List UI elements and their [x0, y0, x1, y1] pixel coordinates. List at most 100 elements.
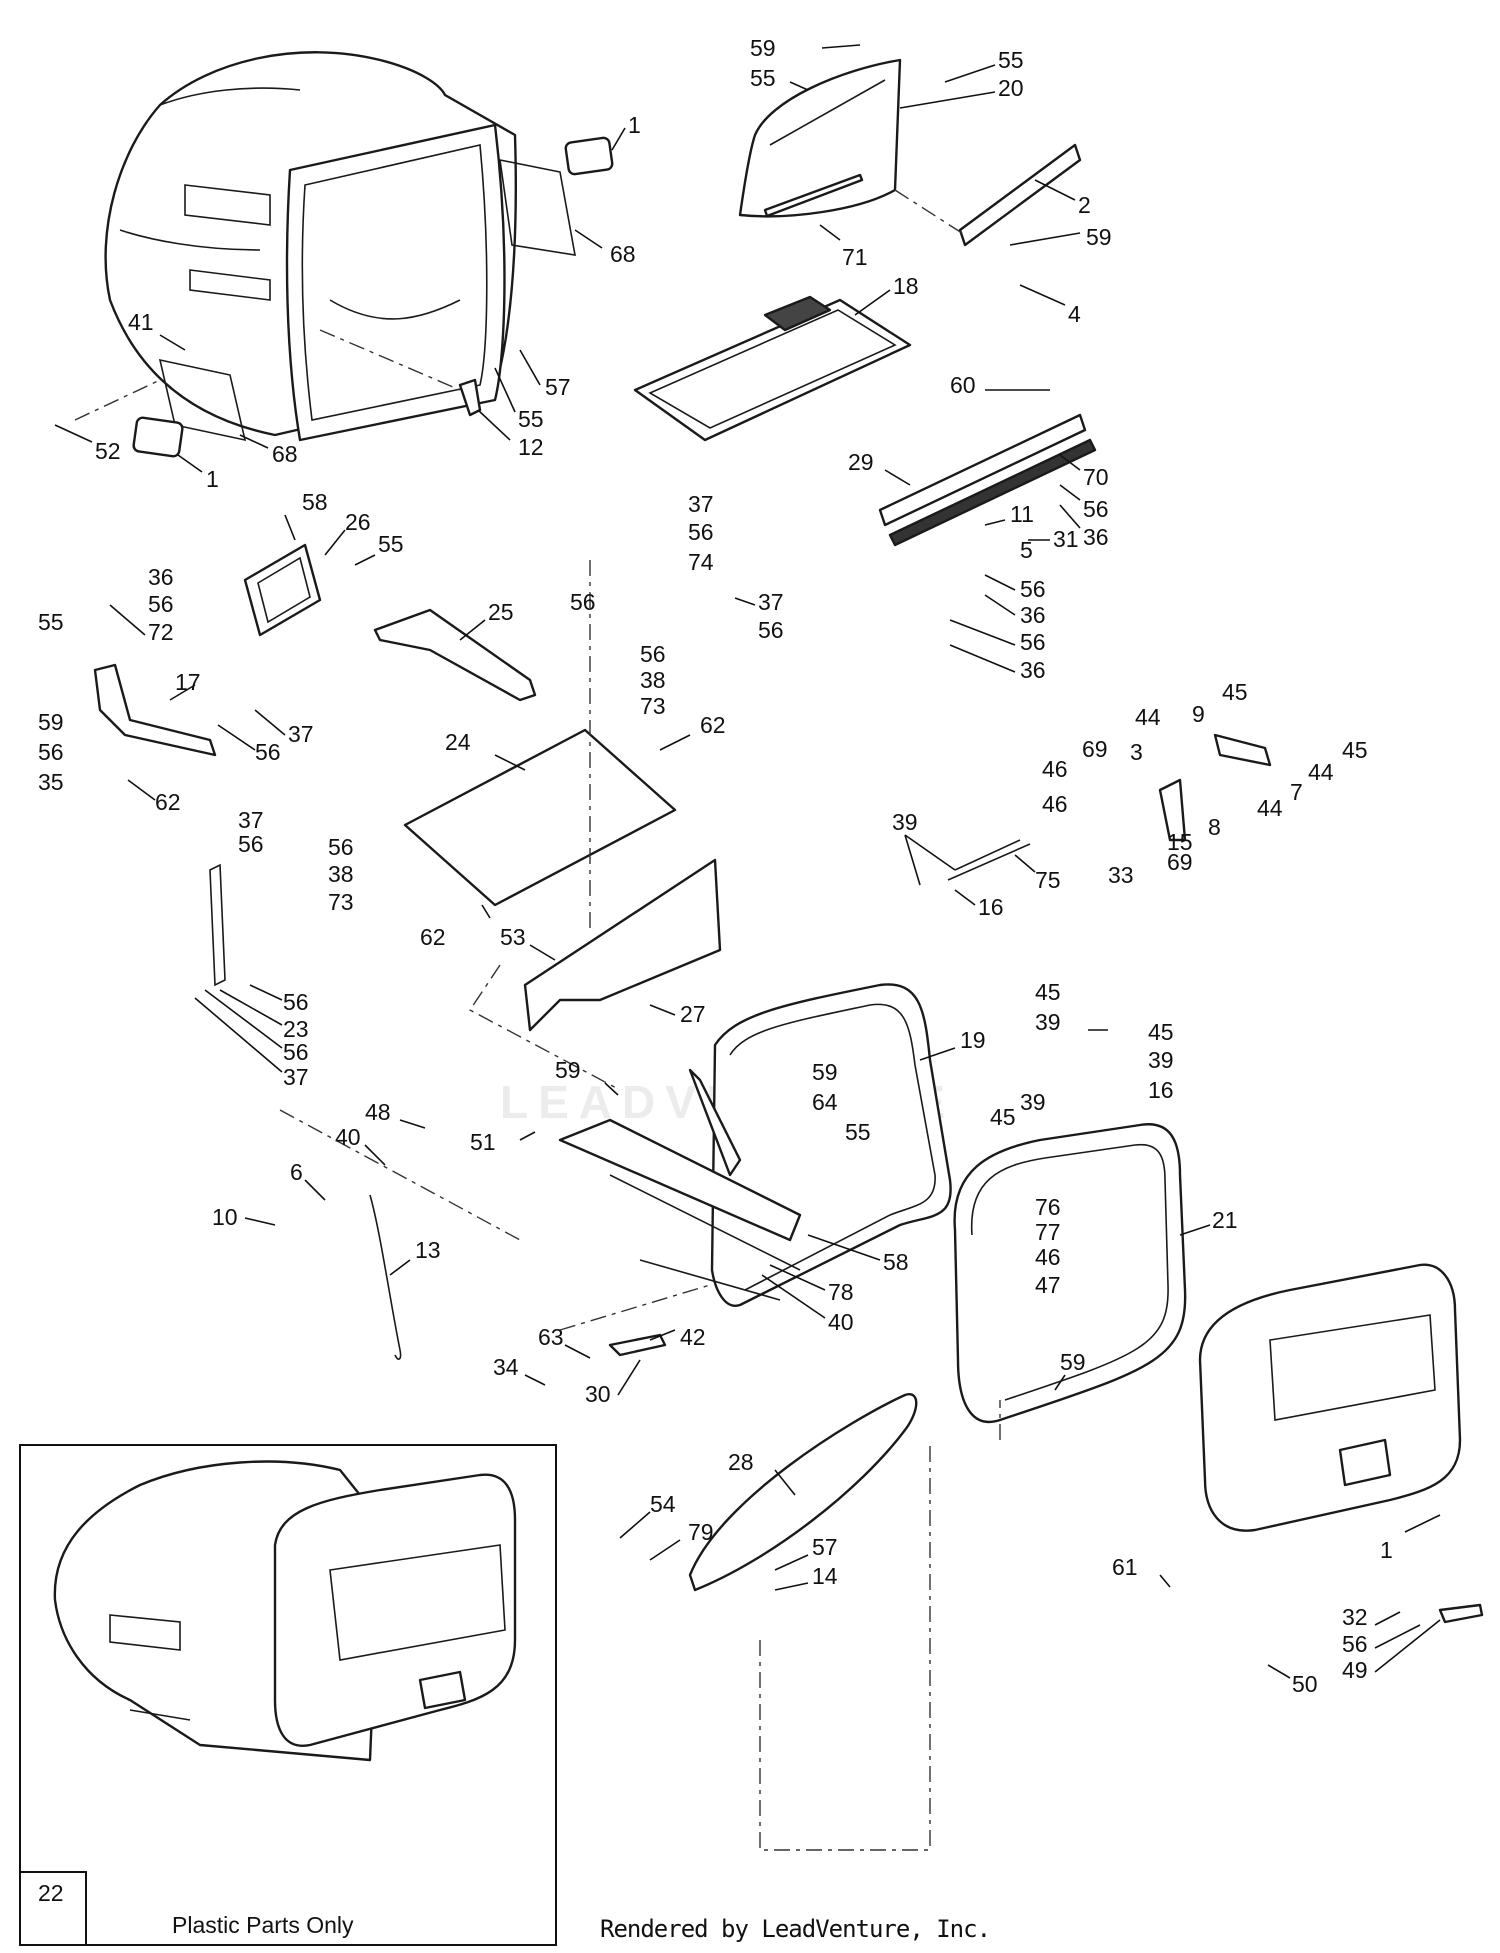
callout-1-door: 1 [1380, 1537, 1393, 1563]
strap-23 [209, 863, 226, 987]
callout-59-top: 59 [750, 35, 776, 61]
latch-49 [1438, 1603, 1484, 1624]
panel-27 [523, 858, 722, 1032]
inset-panel [19, 1444, 557, 1946]
callout-28: 28 [728, 1449, 754, 1475]
footer-credit: Rendered by LeadVenture, Inc. [600, 1915, 991, 1943]
callout-59-roof: 59 [1086, 224, 1112, 250]
callout-56-left: 56 [148, 591, 174, 617]
callout-56-door: 56 [1342, 1631, 1368, 1657]
rear-door [1198, 1263, 1462, 1532]
callout-55-seal: 55 [378, 531, 404, 557]
callout-24: 24 [445, 729, 471, 755]
frame-19 [558, 983, 952, 1307]
callout-5: 5 [1020, 537, 1033, 563]
callout-61: 61 [1112, 1554, 1138, 1580]
callout-77: 77 [1035, 1219, 1061, 1245]
rail-29 [878, 413, 1097, 547]
callout-32: 32 [1342, 1604, 1368, 1630]
callout-56-strap4: 56 [283, 1039, 309, 1065]
callout-39-rod: 39 [892, 809, 918, 835]
callout-10: 10 [212, 1204, 238, 1230]
callout-37-strap2: 37 [283, 1064, 309, 1090]
callout-38-strap: 38 [328, 861, 354, 887]
callout-56-left2: 56 [38, 739, 64, 765]
callout-47: 47 [1035, 1272, 1061, 1298]
frame-21 [953, 1123, 1187, 1423]
callout-62-left: 62 [155, 789, 181, 815]
callout-60: 60 [950, 372, 976, 398]
callout-39-col3: 39 [1020, 1089, 1046, 1115]
callout-55: 55 [518, 406, 544, 432]
callout-27: 27 [680, 1001, 706, 1027]
callout-44-link: 44 [1135, 704, 1161, 730]
callout-1: 1 [628, 112, 641, 138]
callout-55-left: 55 [38, 609, 64, 635]
callout-13: 13 [415, 1237, 441, 1263]
callout-7: 7 [1290, 779, 1303, 805]
callout-45-col2: 45 [1148, 1019, 1174, 1045]
callout-55-right: 55 [998, 47, 1024, 73]
callout-59-door: 59 [1060, 1349, 1086, 1375]
linkage-7 [1158, 733, 1272, 842]
callout-52: 52 [95, 438, 121, 464]
callout-15: 15 [1167, 829, 1193, 855]
callout-18: 18 [893, 273, 919, 299]
lever-13 [369, 1194, 402, 1360]
callout-36-left: 36 [148, 564, 174, 590]
callout-19: 19 [960, 1027, 986, 1053]
callout-58-frame: 58 [883, 1249, 909, 1275]
callout-64: 64 [812, 1089, 838, 1115]
callout-45-link: 45 [1222, 679, 1248, 705]
callout-36-r2: 36 [1020, 657, 1046, 683]
callout-68: 68 [610, 241, 636, 267]
callout-74: 74 [688, 549, 714, 575]
phantom-lines [74, 329, 1001, 1851]
decal-68-lower [158, 358, 247, 442]
callout-42: 42 [680, 1324, 706, 1350]
inset-caption: Plastic Parts Only [172, 1912, 354, 1938]
callout-6: 6 [290, 1159, 303, 1185]
callout-78: 78 [828, 1279, 854, 1305]
callout-57-panel: 57 [812, 1534, 838, 1560]
callout-58: 58 [302, 489, 328, 515]
bracket-12 [458, 378, 482, 417]
callout-12: 12 [518, 434, 544, 460]
callout-35: 35 [38, 769, 64, 795]
callout-55-top: 55 [750, 65, 776, 91]
callout-54: 54 [650, 1491, 676, 1517]
seal-26 [243, 543, 322, 637]
callout-56-strap3: 56 [283, 989, 309, 1015]
callout-56-17: 56 [255, 739, 281, 765]
cab-shell [104, 51, 517, 442]
callout-37-center: 37 [688, 491, 714, 517]
callout-1-left: 1 [206, 466, 219, 492]
callout-8: 8 [1208, 814, 1221, 840]
callout-4: 4 [1068, 301, 1081, 327]
callout-34: 34 [493, 1354, 519, 1380]
callout-56-center4: 56 [640, 641, 666, 667]
inset-number: 22 [38, 1880, 64, 1906]
callout-56-strap2: 56 [328, 834, 354, 860]
callout-76: 76 [1035, 1194, 1061, 1220]
rod-75 [947, 839, 1031, 881]
decal-1-left [132, 416, 184, 458]
callout-37-strap: 37 [238, 807, 264, 833]
callout-40-lever: 40 [335, 1124, 361, 1150]
rail-71 [763, 173, 864, 218]
callout-59-left: 59 [38, 709, 64, 735]
callout-25: 25 [488, 599, 514, 625]
panel-2 [958, 143, 1082, 247]
callout-57: 57 [545, 374, 571, 400]
callout-38-center: 38 [640, 667, 666, 693]
callout-37-center2: 37 [758, 589, 784, 615]
callout-16-rod: 16 [978, 894, 1004, 920]
filter-18 [633, 295, 912, 442]
callout-20: 20 [998, 75, 1024, 101]
callout-56-center3: 56 [570, 589, 596, 615]
floor-panel-24 [403, 728, 677, 907]
callout-37-17: 37 [288, 721, 314, 747]
callout-51: 51 [470, 1129, 496, 1155]
callouts: 1 68 41 52 1 68 57 55 12 59 55 55 20 2 5… [38, 35, 1441, 1697]
